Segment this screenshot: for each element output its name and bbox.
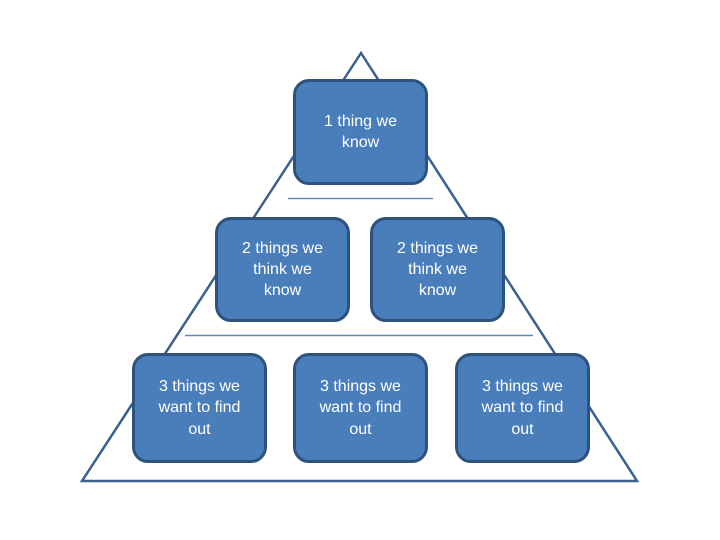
pyramid-box-level1-know: 1 thing we know — [293, 79, 428, 185]
pyramid-box-level3-find-out-2: 3 things we want to find out — [293, 353, 428, 463]
pyramid-box-level2-think-we-know-2: 2 things we think we know — [370, 217, 505, 322]
pyramid-box-level3-find-out-1: 3 things we want to find out — [132, 353, 267, 463]
pyramid-box-level2-think-we-know-1: 2 things we think we know — [215, 217, 350, 322]
pyramid-box-level3-find-out-3: 3 things we want to find out — [455, 353, 590, 463]
